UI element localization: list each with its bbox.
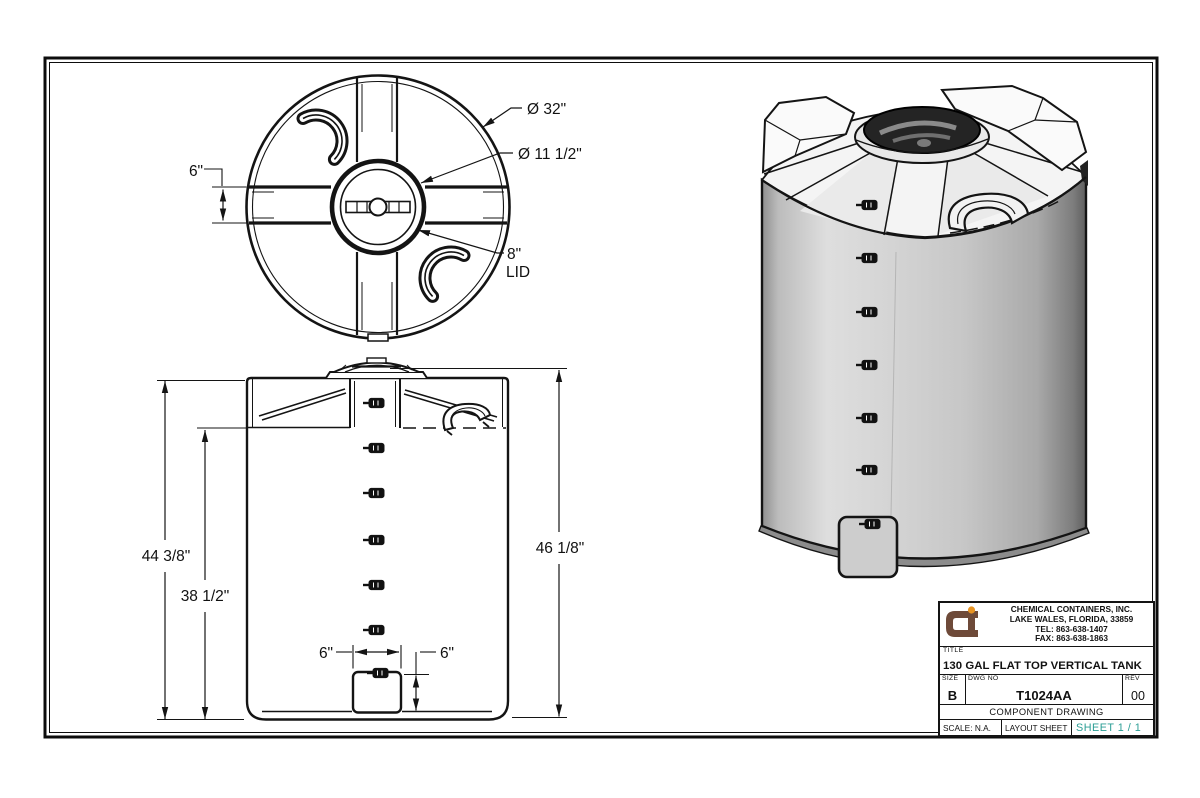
dwg-no-value: T1024AA	[1016, 688, 1072, 703]
top-view-handle-cutout	[418, 245, 471, 303]
leader-lid-ring	[420, 152, 513, 184]
front-view-handle	[442, 402, 492, 436]
sheet-number: SHEET 1 / 1	[1076, 721, 1142, 734]
dim-fitting-height-label: 6"	[440, 645, 454, 662]
front-view-dimensions	[157, 367, 567, 721]
size-value: B	[947, 688, 958, 703]
front-view	[157, 357, 567, 721]
company-address: LAKE WALES, FLORIDA, 33859	[1009, 613, 1134, 624]
drawing-type: COMPONENT DRAWING	[940, 705, 1153, 720]
sheet-border	[43, 56, 1159, 739]
title-block-scale-row: SCALE: N.A. LAYOUT SHEET SHEET 1 / 1	[940, 720, 1153, 735]
top-view-dim-band	[204, 168, 247, 224]
iso-manway-lid	[854, 106, 990, 164]
iso-corner-wing	[761, 95, 856, 174]
dim-lid-size-label: 8"	[507, 246, 521, 263]
front-view-labels: 44 3/8" 38 1/2" 46 1/8" 6" 6"	[138, 533, 588, 662]
drawing-title: 130 GAL FLAT TOP VERTICAL TANK	[943, 660, 1142, 672]
front-view-tank-outline	[245, 376, 510, 721]
dim-band-label: 6"	[189, 163, 203, 180]
layout-sheet-label: LAYOUT SHEET	[1002, 720, 1072, 735]
dim-lid-word-label: LID	[506, 264, 530, 281]
company-fax: FAX: 863-638-1863	[1035, 633, 1108, 644]
top-view-lid	[329, 158, 427, 256]
iso-view	[758, 84, 1090, 579]
dim-height-shoulder-label: 44 3/8"	[142, 548, 191, 565]
iso-fitting-panel	[837, 515, 899, 579]
rev-value: 00	[1131, 689, 1145, 703]
dim-height-sidewall-label: 38 1/2"	[181, 588, 230, 605]
dim-lid-ring-label: Ø 11 1/2"	[518, 146, 582, 163]
dim-fitting-width-label: 6"	[319, 645, 333, 662]
dim-outer-diameter-label: Ø 32"	[527, 101, 566, 118]
title-block-title-row: TITLE 130 GAL FLAT TOP VERTICAL TANK	[940, 647, 1153, 675]
top-view-labels: 6" Ø 32" Ø 11 1/2" 8" LID	[189, 101, 582, 281]
size-label: SIZE	[942, 675, 959, 682]
dim-height-overall-label: 46 1/8"	[536, 540, 585, 557]
title-label: TITLE	[943, 647, 964, 654]
iso-handle-cutout	[947, 192, 1030, 233]
leader-lid	[417, 229, 504, 254]
leader-outer-diameter	[482, 107, 522, 128]
title-block-id-row: SIZE B DWG NO T1024AA REV 00	[940, 675, 1153, 705]
title-block: CHEMICAL CONTAINERS, INC. LAKE WALES, FL…	[938, 601, 1155, 737]
rev-label: REV	[1125, 675, 1140, 682]
company-name: CHEMICAL CONTAINERS, INC.	[1010, 604, 1133, 615]
title-block-company-row: CHEMICAL CONTAINERS, INC. LAKE WALES, FL…	[940, 603, 1153, 647]
dwg-no-label: DWG NO	[968, 675, 999, 682]
company-tel: TEL: 863-638-1407	[1035, 623, 1108, 634]
top-view-handle-cutout	[296, 108, 349, 166]
top-view	[204, 74, 522, 342]
scale-value: SCALE: N.A.	[940, 720, 1002, 735]
